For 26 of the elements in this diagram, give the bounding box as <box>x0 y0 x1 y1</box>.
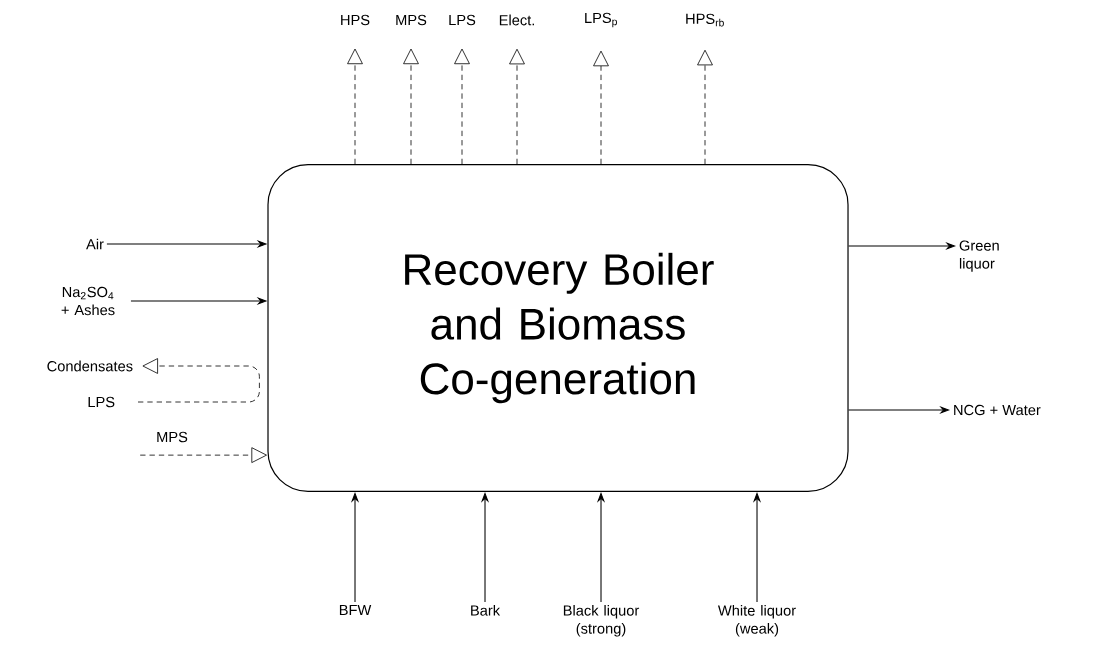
arrow <box>454 48 470 165</box>
stream-label: Na$_{2}$SO$_{4}$ + Ashes <box>61 286 115 316</box>
stream-label: Air <box>86 238 104 250</box>
stream-label: BFW <box>339 604 372 616</box>
stream-label: MPS <box>396 14 427 26</box>
process-box: Recovery Boiler and Biomass Co-generation <box>267 164 849 492</box>
arrow <box>509 48 525 165</box>
stream-label: Black liquor (strong) <box>563 604 640 637</box>
arrow <box>593 50 609 165</box>
stream-label: White liquor (weak) <box>717 604 796 637</box>
stream-label: LPS <box>449 14 476 26</box>
stream-label: Elect. <box>499 14 534 26</box>
stream-label: Bark <box>471 604 501 616</box>
stream-label: LPS <box>88 396 115 408</box>
arrow <box>347 48 363 165</box>
stream-label: MPS <box>157 431 188 443</box>
stream-label: Green liquor <box>959 240 999 272</box>
stream-label: Condensates <box>47 360 133 372</box>
stream-label: HPS$_{rb}$ <box>686 13 724 27</box>
arrow <box>139 447 267 463</box>
arrow <box>403 48 419 165</box>
arrow <box>697 49 713 165</box>
stream-label: LPS$_{p}$ <box>585 12 617 28</box>
stream-label: HPS <box>341 14 370 26</box>
stream-label: NCG + Water <box>954 404 1041 416</box>
arrow <box>137 358 260 403</box>
